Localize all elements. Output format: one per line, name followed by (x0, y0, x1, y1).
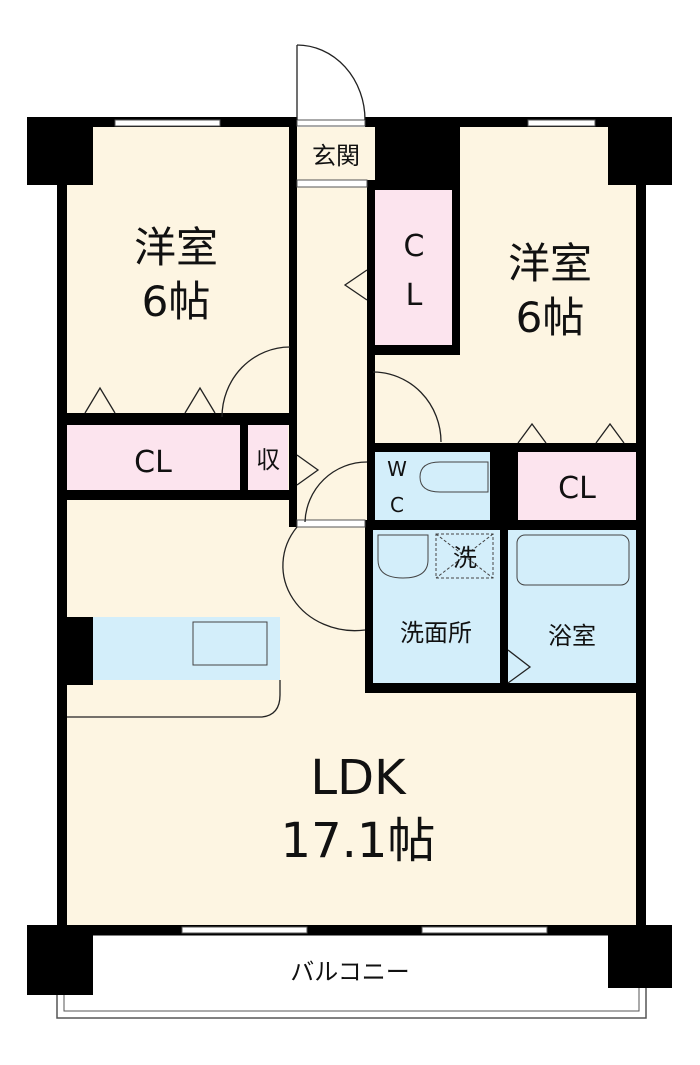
ldk-name: LDK (310, 750, 407, 806)
laundry-label: 洗 (453, 544, 477, 572)
wc-label-1: W (387, 457, 407, 481)
closet-hall-label-2: L (406, 278, 423, 313)
closet-left (67, 425, 240, 490)
western-room-left-name: 洋室 (134, 223, 218, 272)
entrance-label: 玄関 (312, 142, 360, 170)
doors (67, 44, 625, 718)
bathroom-label: 浴室 (548, 622, 596, 650)
closet-right-label: CL (558, 471, 596, 506)
bathroom-room (508, 530, 636, 683)
washbasin-icon (377, 534, 429, 579)
wc-room (373, 452, 490, 522)
ldk-size: 17.1帖 (281, 813, 436, 869)
washroom-room (373, 530, 500, 683)
closet-left-label: CL (134, 445, 172, 480)
entrance-threshold (296, 119, 366, 127)
balcony-label: バルコニー (290, 958, 410, 986)
toilet-icon (419, 461, 489, 493)
western-room-left-size: 6帖 (142, 277, 211, 326)
storage (248, 425, 288, 490)
kitchen-counter (93, 617, 280, 680)
balcony-area (56, 934, 647, 1019)
closet-hall (375, 190, 453, 345)
windows (114, 119, 596, 934)
western-room-right-name: 洋室 (508, 239, 592, 288)
closet-hall-label-1: C (404, 229, 425, 264)
bathtub-icon (516, 534, 630, 586)
closet-right (518, 452, 636, 520)
storage-label: 収 (256, 446, 280, 474)
wc-label-2: C (390, 493, 404, 517)
washer-space-icon (435, 533, 494, 579)
washroom-label: 洗面所 (400, 619, 472, 647)
sink-icon (192, 621, 268, 666)
western-room-right-size: 6帖 (516, 293, 585, 342)
walls (27, 117, 672, 995)
